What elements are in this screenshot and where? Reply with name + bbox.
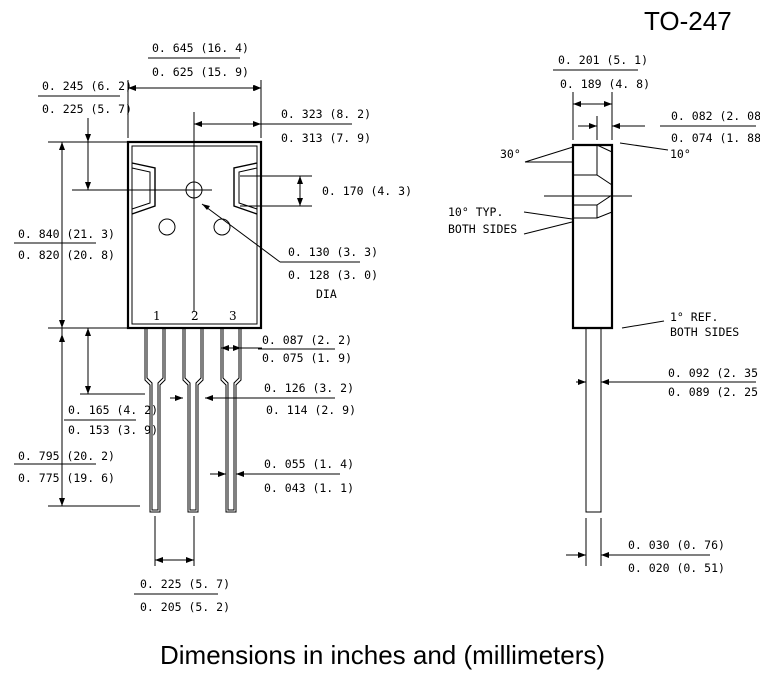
dim-top-offset: 0. 245 (6. 2) 0. 225 (5. 7) bbox=[38, 79, 132, 190]
dim-side-thickness: 0. 201 (5. 1) 0. 189 (4. 8) bbox=[553, 53, 650, 140]
dim-hole-dia-min: 0. 128 (3. 0) bbox=[288, 268, 378, 282]
dim-body-height: 0. 840 (21. 3) 0. 820 (20. 8) bbox=[14, 142, 128, 329]
ref-angle-label: 1° REF. bbox=[670, 310, 718, 324]
dim-hole-edge-max: 0. 323 (8. 2) bbox=[281, 107, 371, 121]
dim-lead-shoulder-min: 0. 075 (1. 9) bbox=[262, 351, 352, 365]
pin-number-2: 2 bbox=[191, 309, 199, 323]
lead-3 bbox=[220, 328, 242, 513]
package-title: TO-247 bbox=[644, 6, 732, 36]
dim-overall-width-min: 0. 625 (15. 9) bbox=[152, 65, 249, 79]
left-notch bbox=[131, 162, 156, 215]
side-body bbox=[571, 143, 614, 330]
dim-top-offset-min: 0. 225 (5. 7) bbox=[42, 102, 132, 116]
dim-lead-shoulder-max: 0. 087 (2. 2) bbox=[262, 333, 352, 347]
dim-top-offset-max: 0. 245 (6. 2) bbox=[42, 79, 132, 93]
dim-tab-thickness: 0. 082 (2. 08) 0. 074 (1. 88) bbox=[578, 109, 760, 145]
dim-body-height-max: 0. 840 (21. 3) bbox=[18, 227, 115, 241]
dim-body-height-min: 0. 820 (20. 8) bbox=[18, 248, 115, 262]
ejector-mark-right bbox=[213, 218, 231, 236]
side-view bbox=[571, 143, 614, 513]
dim-hole-height: 0. 170 (4. 3) bbox=[240, 175, 412, 207]
front-view: 1 2 3 bbox=[72, 112, 263, 513]
dim-side-thickness-min: 0. 189 (4. 8) bbox=[560, 77, 650, 91]
dim-overall-width: 0. 645 (16. 4) 0. 625 (15. 9) bbox=[127, 41, 262, 138]
dim-lead-thickness-max: 0. 055 (1. 4) bbox=[264, 457, 354, 471]
dim-hole-edge-min: 0. 313 (7. 9) bbox=[281, 131, 371, 145]
lead-2 bbox=[182, 328, 204, 513]
dim-lead-thickness-min: 0. 043 (1. 1) bbox=[264, 481, 354, 495]
right-notch bbox=[233, 162, 258, 215]
dim-overall-width-max: 0. 645 (16. 4) bbox=[152, 41, 249, 55]
dim-shoulder-max: 0. 165 (4. 2) bbox=[68, 403, 158, 417]
dim-shoulder-min: 0. 153 (3. 9) bbox=[68, 423, 158, 437]
taper-typ-label: 10° TYP. bbox=[448, 205, 503, 219]
dim-lead-length-max: 0. 795 (20. 2) bbox=[18, 449, 115, 463]
dim-hole-dia-max: 0. 130 (3. 3) bbox=[288, 245, 378, 259]
dim-hole-dia: 0. 130 (3. 3) 0. 128 (3. 0) DIA bbox=[201, 203, 378, 301]
dim-hole-edge: 0. 323 (8. 2) 0. 313 (7. 9) bbox=[194, 107, 371, 145]
ref-angle-sides: BOTH SIDES bbox=[670, 325, 739, 339]
dim-side-lead-width: 0. 092 (2. 35) 0. 089 (2. 25) bbox=[576, 366, 760, 399]
dim-side-lead-thickness: 0. 030 (0. 76) 0. 020 (0. 51) bbox=[566, 518, 725, 575]
dim-side-lead-width-max: 0. 092 (2. 35) bbox=[668, 366, 760, 380]
dim-lead-width: 0. 126 (3. 2) 0. 114 (2. 9) bbox=[170, 381, 356, 417]
taper-typ-sides: BOTH SIDES bbox=[448, 222, 517, 236]
dim-hole-height-value: 0. 170 (4. 3) bbox=[322, 184, 412, 198]
dim-lead-thickness: 0. 055 (1. 4) 0. 043 (1. 1) bbox=[210, 457, 354, 495]
ejector-mark-left bbox=[158, 218, 176, 236]
dim-hole-dia-label: DIA bbox=[316, 287, 337, 301]
dim-pin-pitch: 0. 225 (5. 7) 0. 205 (5. 2) bbox=[134, 516, 230, 614]
dim-side-lead-thickness-min: 0. 020 (0. 51) bbox=[628, 561, 725, 575]
dim-side-lead-thickness-max: 0. 030 (0. 76) bbox=[628, 538, 725, 552]
angle-10-label: 10° bbox=[670, 147, 691, 161]
dim-lead-width-min: 0. 114 (2. 9) bbox=[266, 403, 356, 417]
dim-lead-shoulder-width: 0. 087 (2. 2) 0. 075 (1. 9) bbox=[221, 333, 352, 365]
dim-pin-pitch-max: 0. 225 (5. 7) bbox=[140, 577, 230, 591]
dim-shoulder: 0. 165 (4. 2) 0. 153 (3. 9) bbox=[64, 328, 158, 437]
pin-number-1: 1 bbox=[153, 309, 161, 323]
lead-1 bbox=[144, 328, 166, 513]
dim-lead-width-max: 0. 126 (3. 2) bbox=[264, 381, 354, 395]
dimensions-caption: Dimensions in inches and (millimeters) bbox=[160, 640, 605, 670]
dim-tab-thickness-min: 0. 074 (1. 88) bbox=[671, 131, 760, 145]
dim-angles: 30° 10° 10° TYP. BOTH SIDES 1° REF. BOTH… bbox=[448, 142, 739, 339]
side-lead bbox=[585, 328, 602, 513]
angle-30-label: 30° bbox=[500, 147, 521, 161]
dim-tab-thickness-max: 0. 082 (2. 08) bbox=[671, 109, 760, 123]
dim-side-lead-width-min: 0. 089 (2. 25) bbox=[668, 385, 760, 399]
dim-pin-pitch-min: 0. 205 (5. 2) bbox=[140, 600, 230, 614]
dim-lead-length: 0. 795 (20. 2) 0. 775 (19. 6) bbox=[14, 328, 140, 507]
dim-side-thickness-max: 0. 201 (5. 1) bbox=[558, 53, 648, 67]
dim-lead-length-min: 0. 775 (19. 6) bbox=[18, 471, 115, 485]
pin-number-3: 3 bbox=[229, 309, 237, 323]
